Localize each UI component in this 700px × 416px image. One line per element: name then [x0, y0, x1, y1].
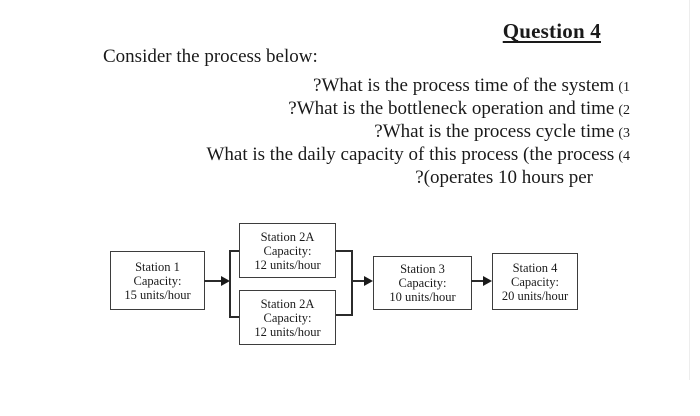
merge-bracket: [336, 250, 353, 316]
station-capacity-label: Capacity:: [263, 243, 312, 258]
question-item-3: ?What is the process cycle time(3: [70, 120, 630, 143]
station-capacity-label: Capacity:: [133, 273, 182, 288]
question-text: What is the daily capacity of this proce…: [206, 144, 615, 165]
station-capacity-label: Capacity:: [511, 274, 559, 289]
station-capacity-label: Capacity:: [398, 276, 447, 290]
arrowhead-icon: [483, 276, 492, 286]
page-edge-divider: [689, 0, 690, 380]
connector-line: [471, 280, 484, 282]
question-number: (2: [618, 103, 630, 118]
station-capacity-value: 12 units/hour: [254, 257, 321, 272]
question-item-4: What is the daily capacity of this proce…: [70, 143, 630, 166]
arrowhead-icon: [364, 276, 373, 286]
question-text: ?What is the process time of the system: [313, 75, 615, 96]
station-name: Station 1: [135, 259, 180, 274]
station-capacity-label: Capacity:: [263, 310, 312, 325]
question-list: ?What is the process time of the system(…: [70, 74, 630, 189]
station-name: Station 2A: [260, 296, 315, 311]
page-title: Question 4: [502, 19, 601, 43]
station-capacity-value: 12 units/hour: [254, 324, 321, 339]
station-name: Station 4: [512, 260, 558, 275]
question-number: (4: [618, 149, 630, 164]
connector-line: [204, 280, 222, 282]
question-text: ?What is the process cycle time: [374, 121, 615, 142]
station-name: Station 2A: [260, 229, 315, 244]
question-item-4-continuation: ?(operates 10 hours per: [70, 166, 630, 189]
question-text: ?(operates 10 hours per: [415, 167, 593, 188]
station-capacity-value: 20 units/hour: [501, 288, 569, 303]
question-number: (1: [618, 80, 630, 95]
station-2a-bottom-box: Station 2A Capacity: 12 units/hour: [239, 290, 336, 345]
intro-text: Consider the process below:: [103, 46, 318, 67]
question-item-2: ?What is the bottleneck operation and ti…: [70, 97, 630, 120]
station-name: Station 3: [400, 262, 445, 276]
station-3-box: Station 3 Capacity: 10 units/hour: [373, 256, 472, 310]
station-capacity-value: 15 units/hour: [124, 287, 191, 302]
station-capacity-value: 10 units/hour: [389, 290, 456, 304]
connector-line: [352, 280, 365, 282]
station-2a-top-box: Station 2A Capacity: 12 units/hour: [239, 223, 336, 278]
split-bracket: [229, 250, 239, 318]
station-1-box: Station 1 Capacity: 15 units/hour: [110, 251, 205, 310]
arrowhead-icon: [221, 276, 230, 286]
question-number: (3: [618, 126, 630, 141]
question-item-1: ?What is the process time of the system(…: [70, 74, 630, 97]
station-4-box: Station 4 Capacity: 20 units/hour: [492, 253, 578, 310]
question-text: ?What is the bottleneck operation and ti…: [288, 98, 615, 119]
